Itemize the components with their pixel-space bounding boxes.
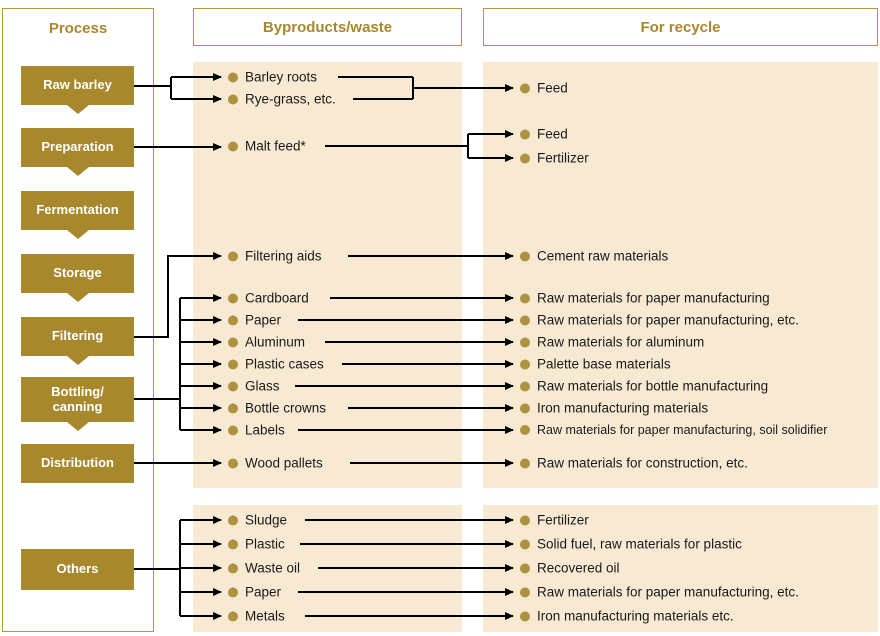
recycle-item: Fertilizer [520, 513, 589, 528]
byproducts-header: Byproducts/waste [193, 8, 462, 46]
recycle-panel-bottom [483, 505, 878, 632]
byproduct-item: Metals [228, 609, 285, 624]
bullet-icon [228, 337, 238, 347]
byproduct-item: Sludge [228, 513, 287, 528]
bullet-icon [520, 293, 530, 303]
bullet-icon [228, 315, 238, 325]
down-arrow-icon [66, 356, 89, 365]
bullet-icon [228, 94, 238, 104]
bullet-icon [520, 129, 530, 139]
byproduct-item: Aluminum [228, 335, 305, 350]
process-step-others: Others [21, 549, 134, 590]
bullet-icon [520, 83, 530, 93]
bullet-icon [520, 153, 530, 163]
bullet-icon [520, 563, 530, 573]
byproduct-item: Rye-grass, etc. [228, 92, 336, 107]
bullet-icon [228, 563, 238, 573]
bullet-icon [228, 539, 238, 549]
byproduct-item: Waste oil [228, 561, 300, 576]
bullet-icon [520, 403, 530, 413]
bullet-icon [228, 381, 238, 391]
bullet-icon [228, 611, 238, 621]
down-arrow-icon [66, 293, 89, 302]
recycle-item: Recovered oil [520, 561, 620, 576]
process-step-fermentation: Fermentation [21, 191, 134, 239]
bullet-icon [520, 539, 530, 549]
process-step-distribution: Distribution [21, 444, 134, 483]
byproduct-item: Wood pallets [228, 456, 323, 471]
recycle-item: Feed [520, 81, 568, 96]
byproduct-item: Paper [228, 313, 281, 328]
recycle-item: Raw materials for bottle manufacturing [520, 379, 768, 394]
byproduct-item: Paper [228, 585, 281, 600]
down-arrow-icon [66, 230, 89, 239]
recycle-item: Raw materials for paper manufacturing [520, 291, 770, 306]
bullet-icon [228, 587, 238, 597]
process-step-bottling-canning: Bottling/ canning [21, 377, 134, 431]
bullet-icon [520, 381, 530, 391]
recycle-item: Raw materials for paper manufacturing, e… [520, 585, 799, 600]
recycle-header: For recycle [483, 8, 878, 46]
bullet-icon [520, 587, 530, 597]
bullet-icon [228, 141, 238, 151]
byproduct-item: Plastic cases [228, 357, 324, 372]
process-step-filtering: Filtering [21, 317, 134, 365]
bullet-icon [228, 515, 238, 525]
process-header: Process [48, 19, 108, 37]
recycle-item: Cement raw materials [520, 249, 668, 264]
bullet-icon [228, 251, 238, 261]
byproduct-item: Barley roots [228, 70, 317, 85]
bullet-icon [520, 515, 530, 525]
bullet-icon [228, 72, 238, 82]
down-arrow-icon [66, 422, 89, 431]
recycle-item: Raw materials for paper manufacturing, e… [520, 313, 799, 328]
byproduct-item: Glass [228, 379, 280, 394]
bullet-icon [228, 359, 238, 369]
recycle-item: Fertilizer [520, 151, 589, 166]
byproduct-item: Plastic [228, 537, 285, 552]
recycle-item: Iron manufacturing materials etc. [520, 609, 734, 624]
byproduct-item: Malt feed* [228, 139, 306, 154]
bullet-icon [520, 251, 530, 261]
bullet-icon [520, 458, 530, 468]
bullet-icon [520, 611, 530, 621]
byproducts-panel-top [193, 62, 462, 488]
process-step-storage: Storage [21, 254, 134, 302]
down-arrow-icon [66, 167, 89, 176]
bullet-icon [228, 293, 238, 303]
recycle-item: Raw materials for aluminum [520, 335, 704, 350]
recycle-item: Raw materials for paper manufacturing, s… [520, 423, 827, 437]
recycle-panel-top [483, 62, 878, 488]
down-arrow-icon [66, 105, 89, 114]
byproduct-item: Bottle crowns [228, 401, 326, 416]
bullet-icon [520, 425, 530, 435]
bullet-icon [520, 359, 530, 369]
process-step-preparation: Preparation [21, 128, 134, 176]
bullet-icon [228, 458, 238, 468]
recycle-item: Feed [520, 127, 568, 142]
recycle-item: Raw materials for construction, etc. [520, 456, 748, 471]
bullet-icon [520, 337, 530, 347]
byproduct-item: Filtering aids [228, 249, 322, 264]
recycle-item: Palette base materials [520, 357, 671, 372]
recycle-item: Solid fuel, raw materials for plastic [520, 537, 742, 552]
bullet-icon [228, 403, 238, 413]
byproduct-item: Cardboard [228, 291, 309, 306]
bullet-icon [228, 425, 238, 435]
process-step-raw-barley: Raw barley [21, 66, 134, 114]
recycle-item: Iron manufacturing materials [520, 401, 708, 416]
bullet-icon [520, 315, 530, 325]
byproduct-item: Labels [228, 423, 285, 438]
